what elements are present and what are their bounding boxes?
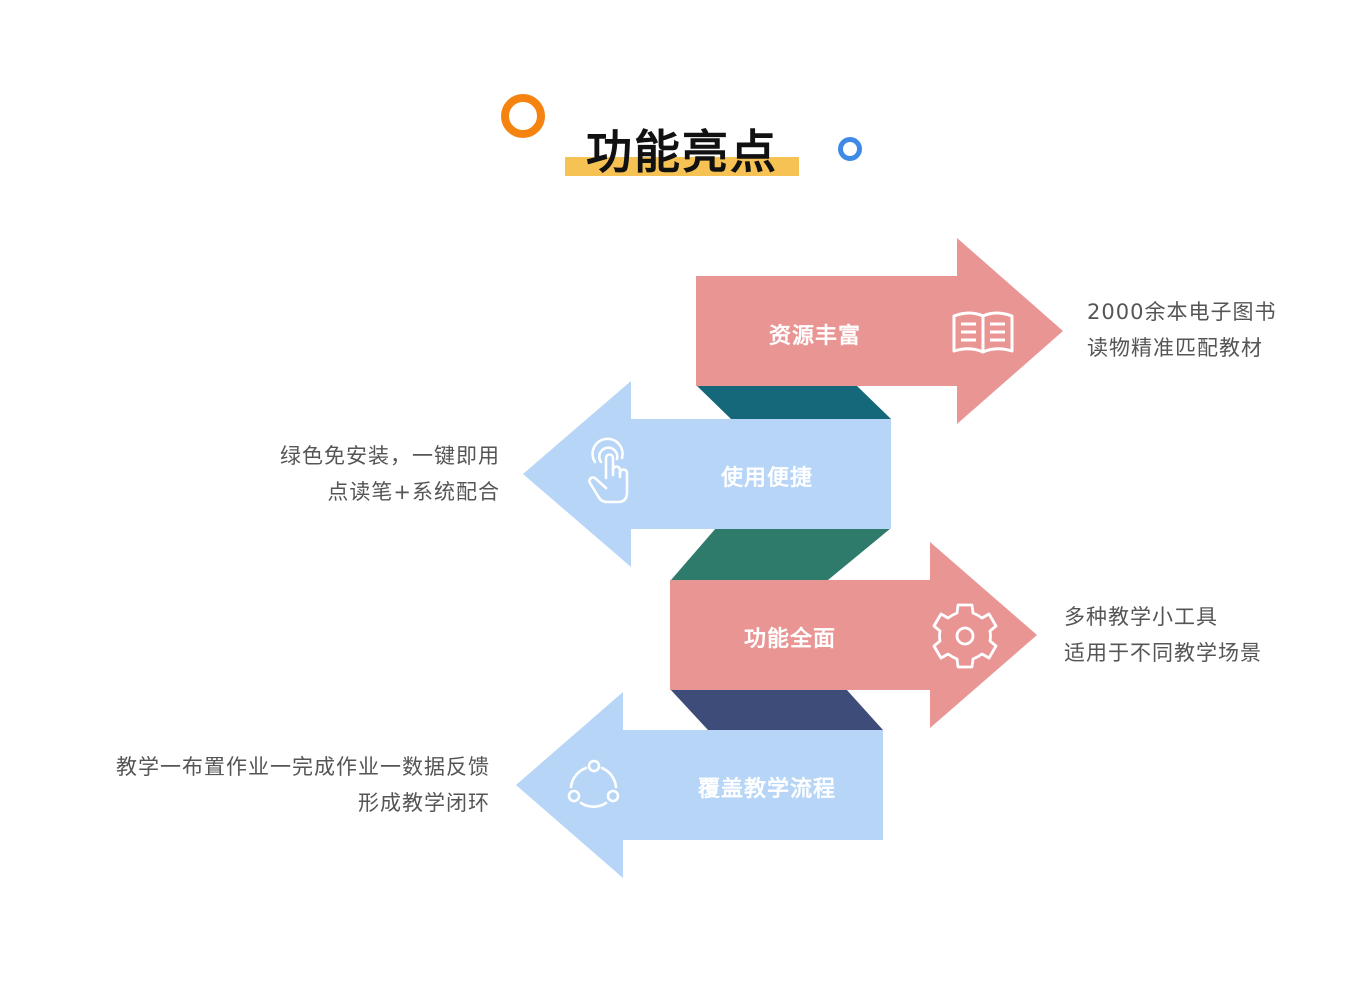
desc-line: 形成教学闭环: [358, 791, 490, 815]
desc-line: 点读笔+系统配合: [327, 480, 500, 504]
open-book-icon: [952, 311, 1014, 354]
desc-line: 2000余本电子图书: [1087, 300, 1277, 324]
feature-desc-teaching-flow: 教学一布置作业一完成作业一数据反馈 形成教学闭环: [116, 749, 490, 821]
arrow-left-2: [523, 381, 891, 567]
connector-band-2: [671, 528, 891, 580]
page-title: 功能亮点: [586, 125, 778, 179]
connector-band-3: [670, 689, 883, 730]
orange-ring-decoration: [501, 94, 545, 138]
desc-line: 适用于不同教学场景: [1064, 641, 1262, 665]
feature-label-comprehensive: 功能全面: [743, 627, 836, 652]
desc-line: 多种教学小工具: [1064, 605, 1218, 629]
desc-line: 绿色免安装，一键即用: [280, 444, 500, 468]
arrow-right-1: [696, 238, 1063, 424]
feature-desc-resources: 2000余本电子图书 读物精准匹配教材: [1087, 294, 1276, 366]
feature-label-resources: 资源丰富: [768, 324, 861, 349]
title-area: 功能亮点: [0, 0, 1366, 200]
gear-icon: [932, 603, 998, 669]
share-cycle-icon: [567, 759, 620, 808]
desc-line: 读物精准匹配教材: [1087, 336, 1263, 360]
hand-tap-icon: [588, 437, 629, 504]
blue-ring-decoration: [838, 137, 862, 161]
feature-label-convenient: 使用便捷: [720, 466, 813, 491]
connector-band-1: [696, 385, 891, 419]
arrow-right-3: [670, 542, 1037, 728]
feature-label-teaching-flow: 覆盖教学流程: [697, 777, 836, 802]
desc-line: 教学一布置作业一完成作业一数据反馈: [116, 755, 490, 779]
title-highlight-bar: [565, 157, 799, 176]
feature-desc-convenient: 绿色免安装，一键即用 点读笔+系统配合: [280, 438, 500, 510]
feature-desc-comprehensive: 多种教学小工具 适用于不同教学场景: [1064, 599, 1262, 671]
arrow-left-4: [516, 692, 883, 878]
